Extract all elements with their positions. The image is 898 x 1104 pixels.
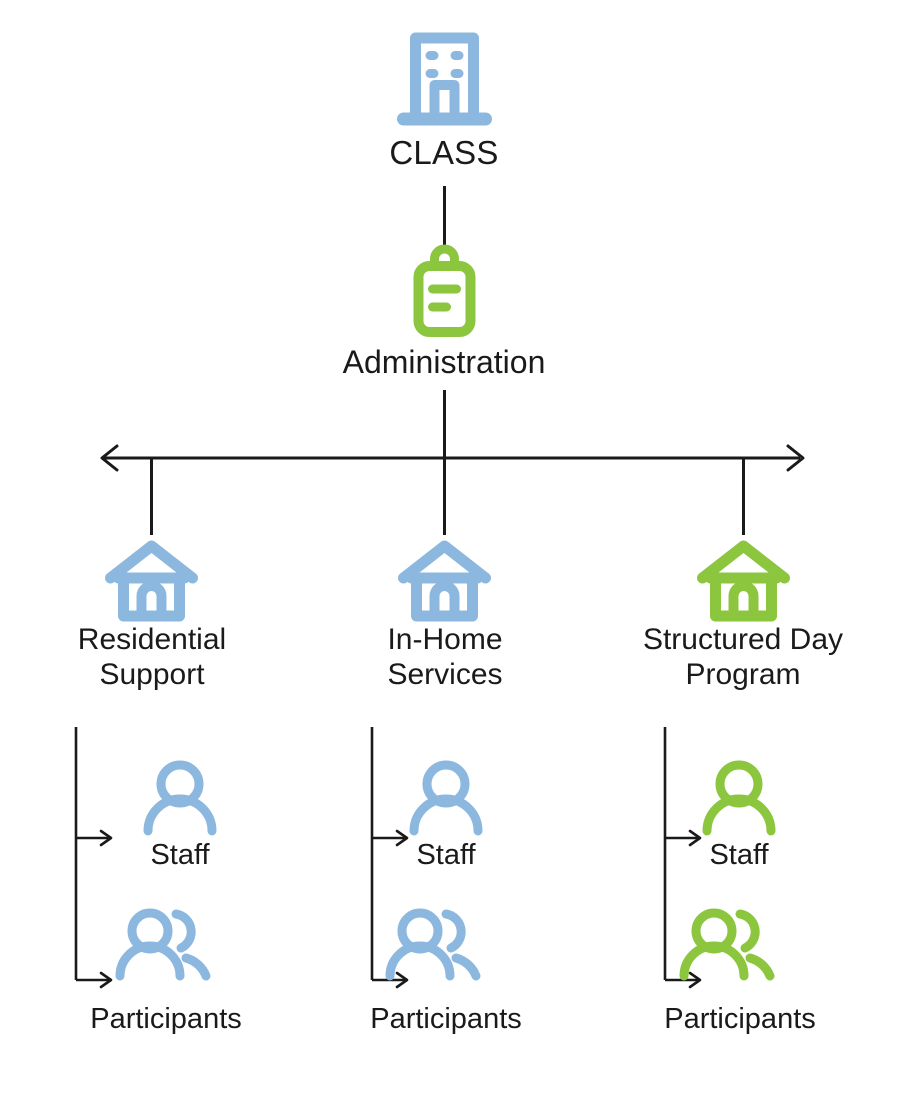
building-door <box>429 80 460 124</box>
people-shoulders-back-inhome <box>451 953 481 981</box>
person-shoulders-inhome <box>409 794 483 836</box>
building-window-bl <box>425 69 439 78</box>
people-shoulders-front-residential <box>115 941 185 981</box>
people-shoulders-front-structured <box>679 941 749 981</box>
leaf-label-inhome-participants: Participants <box>370 1003 522 1035</box>
leaf-arrowhead-residential-participants-icon <box>99 971 113 989</box>
house-roof-structured <box>697 540 790 584</box>
house-icon-residential <box>105 540 198 622</box>
node-label-in-home-services: In-Home Services <box>387 623 503 692</box>
node-label-residential-support: Residential Support <box>77 623 227 692</box>
bus-right-arrowhead-icon <box>786 444 805 472</box>
node-label-structured-day-program: Structured Day Program <box>642 623 844 692</box>
house-icon-structured <box>697 540 790 622</box>
leaf-arrowhead-inhome-staff-icon <box>395 829 409 847</box>
node-label-administration: Administration <box>342 344 546 380</box>
leaf-arrowhead-inhome-participants-icon <box>395 971 409 989</box>
people-shoulders-back-residential <box>181 953 211 981</box>
house-body-inhome <box>411 572 478 622</box>
leaf-arrowhead-structured-staff-icon <box>688 829 702 847</box>
bus-left-arrowhead-icon <box>100 444 119 472</box>
people-head-back-inhome <box>441 909 466 953</box>
people-icon-inhome-participants <box>385 908 481 981</box>
people-icon-structured-participants <box>679 908 775 981</box>
building-window-tr <box>450 51 464 60</box>
people-icon-residential-participants <box>115 908 211 981</box>
leaf-label-residential-participants: Participants <box>90 1003 242 1035</box>
leaf-label-inhome-staff: Staff <box>416 839 476 871</box>
building-outline <box>410 32 479 125</box>
leaf-label-residential-staff: Staff <box>150 839 210 871</box>
leaf-arrowhead-residential-staff-icon <box>99 829 113 847</box>
leaf-connectors-residential <box>74 727 113 989</box>
building-icon <box>397 32 492 126</box>
person-shoulders-structured <box>702 794 776 836</box>
clipboard-body <box>413 261 476 337</box>
connector-group <box>100 186 805 535</box>
leaf-label-structured-participants: Participants <box>664 1003 816 1035</box>
people-head-back-residential <box>171 909 196 953</box>
building-window-br <box>450 69 464 78</box>
house-body-structured <box>710 572 777 622</box>
people-shoulders-front-inhome <box>385 941 455 981</box>
house-roof-inhome <box>398 540 491 584</box>
leaf-arrowhead-structured-participants-icon <box>688 971 702 989</box>
house-door-residential <box>136 581 167 621</box>
leaf-label-structured-staff: Staff <box>709 839 769 871</box>
house-door-inhome <box>429 581 460 621</box>
people-shoulders-back-structured <box>745 953 775 981</box>
node-label-class: CLASS <box>389 134 499 171</box>
building-window-tl <box>425 51 439 60</box>
house-door-structured <box>728 581 759 621</box>
person-icon-residential-staff <box>143 760 217 836</box>
clipboard-icon <box>413 244 476 337</box>
house-body-residential <box>118 572 185 622</box>
people-head-back-structured <box>735 909 760 953</box>
person-icon-structured-staff <box>702 760 776 836</box>
house-icon-inhome <box>398 540 491 622</box>
person-shoulders-residential <box>143 794 217 836</box>
person-icon-inhome-staff <box>409 760 483 836</box>
house-roof-residential <box>105 540 198 584</box>
clipboard-clip <box>430 244 459 271</box>
